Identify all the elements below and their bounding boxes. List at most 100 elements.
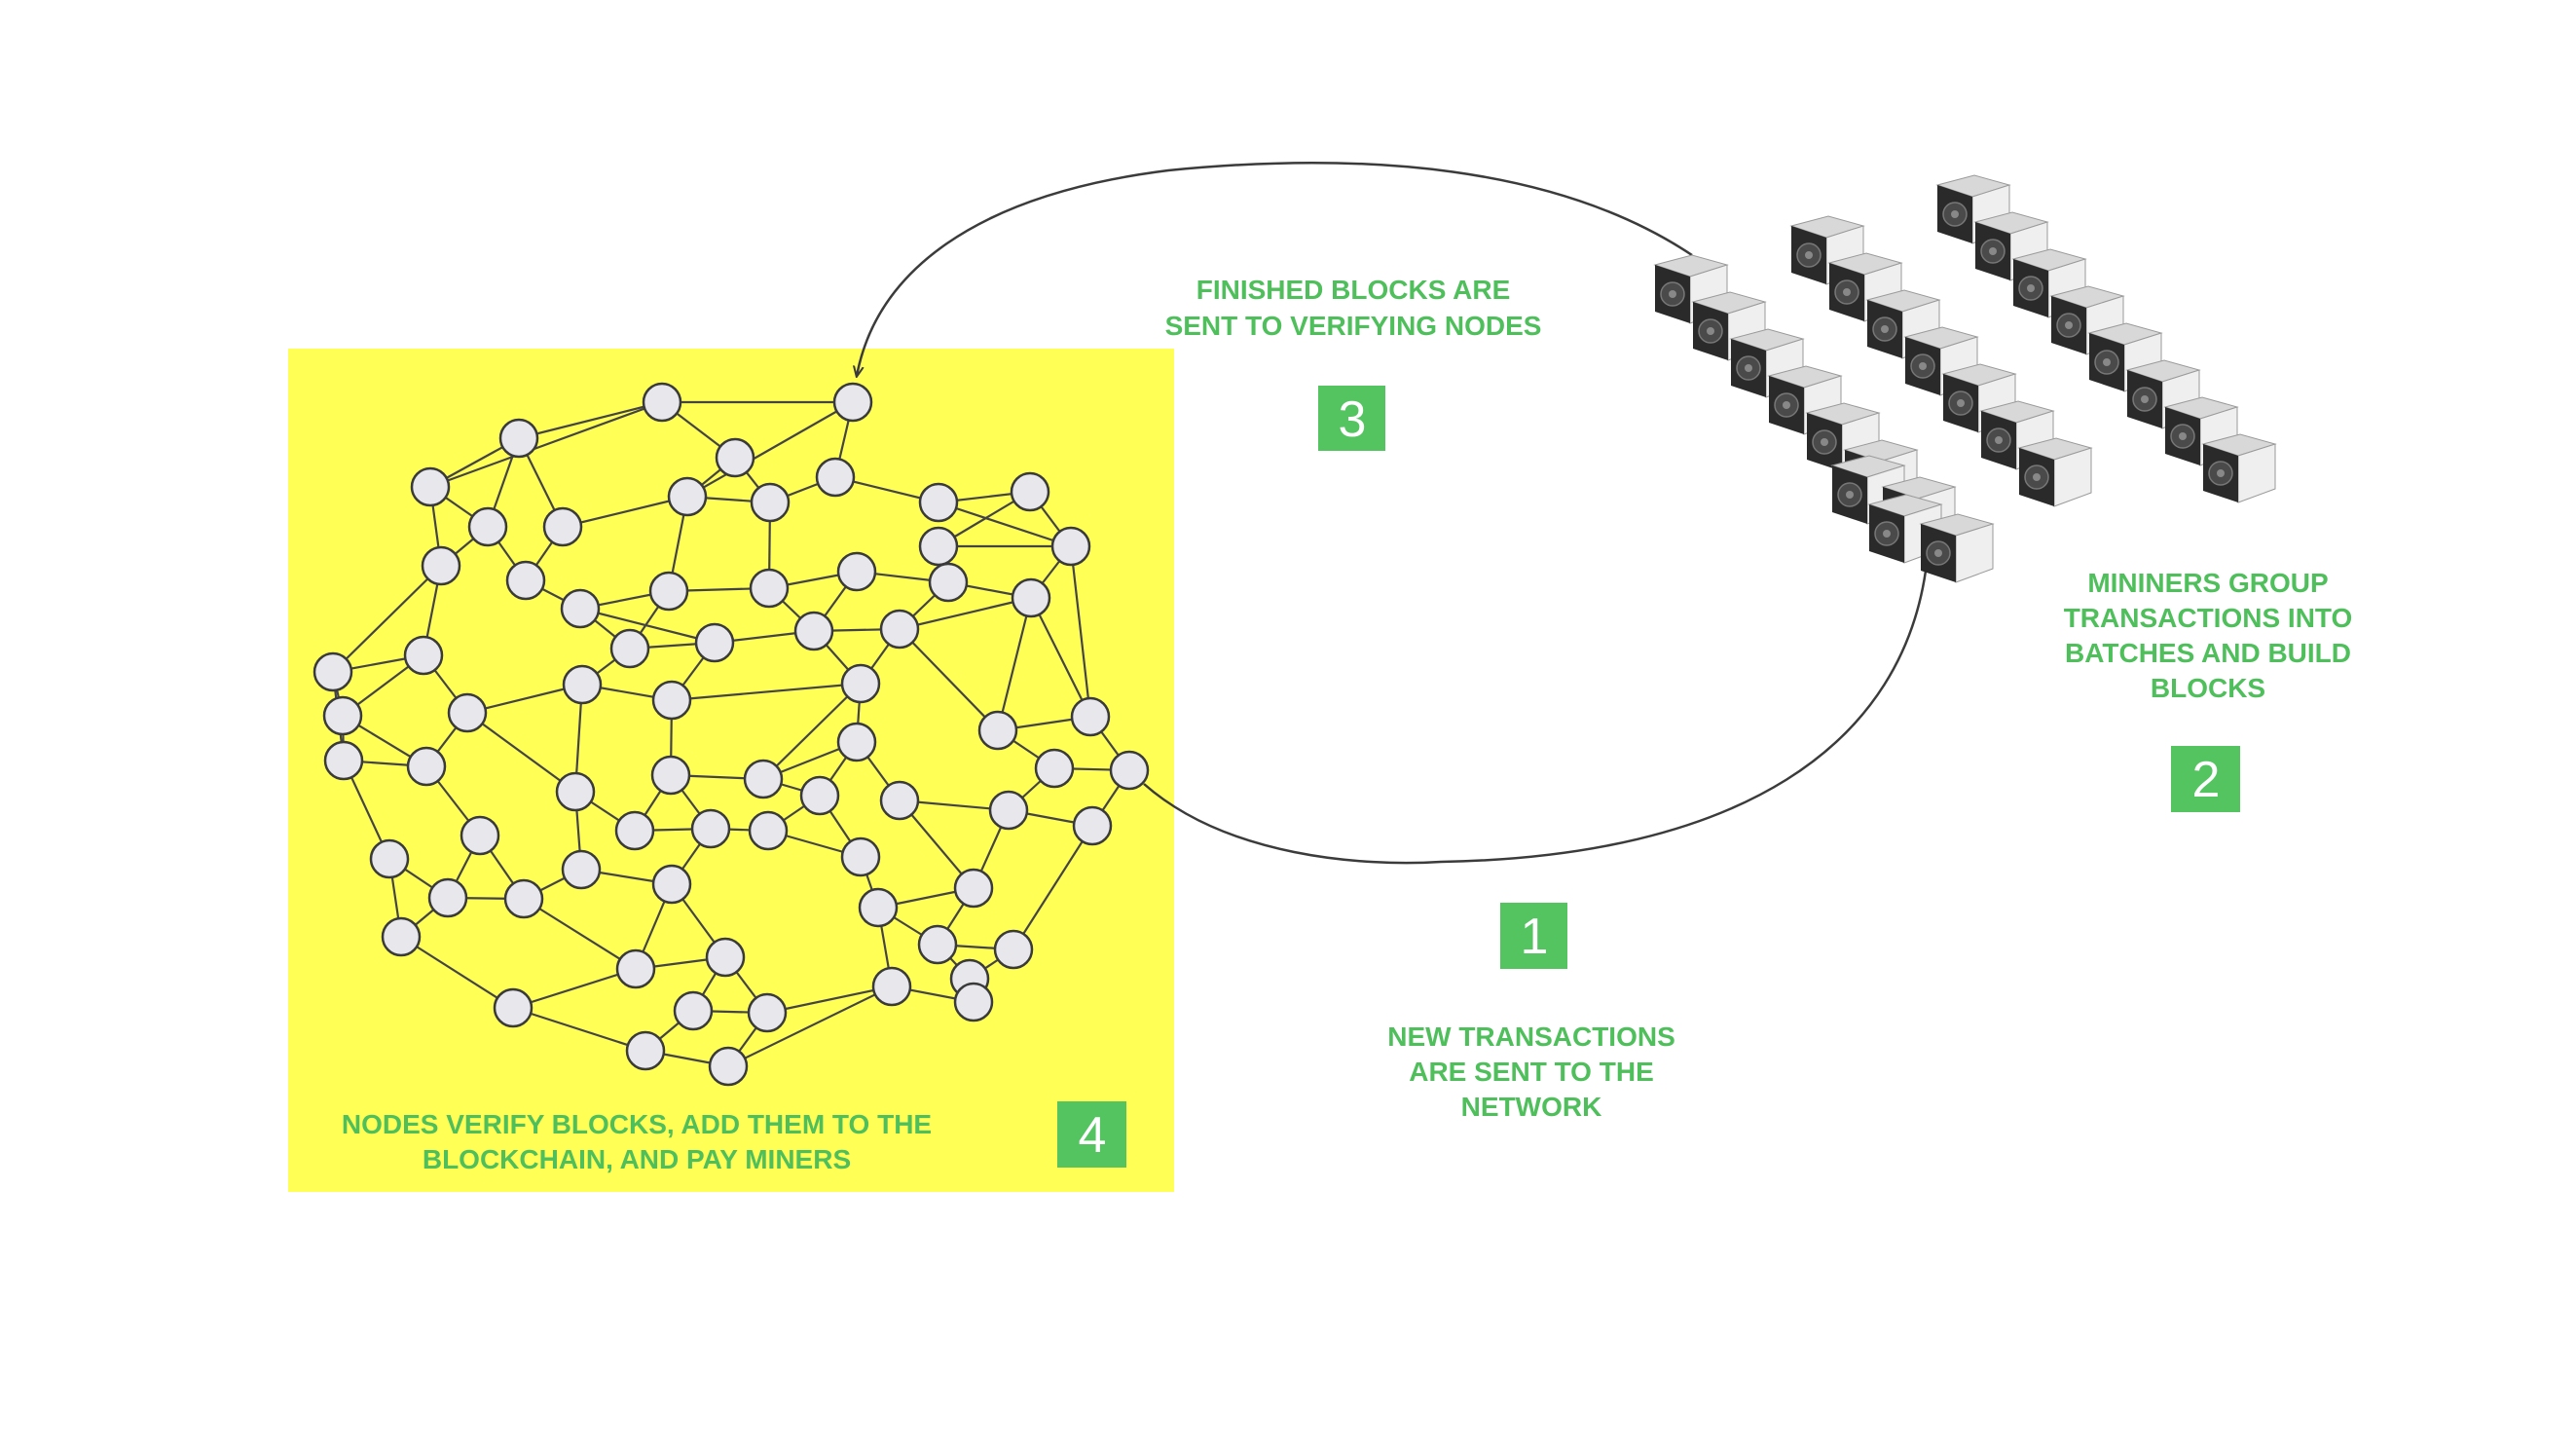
network-edge: [579, 607, 716, 645]
network-edge: [938, 501, 1072, 548]
network-edge: [429, 400, 663, 489]
step-1-number: 1: [1521, 909, 1549, 965]
network-node-icon: [1072, 805, 1113, 846]
network-node-icon: [505, 560, 546, 601]
network-node-icon: [323, 740, 364, 781]
network-node-icon: [749, 568, 790, 609]
network-node-icon: [988, 790, 1029, 831]
step-1: 1 NEW TRANSACTIONS ARE SENT TO THE NETWO…: [1387, 903, 1675, 1122]
network-edge: [466, 712, 576, 793]
network-edge: [996, 597, 1033, 731]
network-node-icon: [715, 437, 755, 478]
network-node-icon: [993, 929, 1034, 970]
network-node-icon: [467, 506, 508, 547]
network-node-icon: [918, 482, 959, 523]
network-node-icon: [917, 924, 958, 965]
network-node-icon: [879, 609, 920, 650]
step-3-number: 3: [1339, 391, 1367, 448]
network-edge: [400, 936, 514, 1009]
network-node-icon: [690, 808, 731, 849]
network-node-icon: [747, 992, 788, 1033]
network-node-icon: [421, 545, 461, 586]
step-2: MININERS GROUP TRANSACTIONS INTO BATCHES…: [2064, 568, 2353, 812]
network-node-icon: [1011, 577, 1051, 618]
step-2-line-3: BATCHES AND BUILD: [2065, 638, 2351, 668]
step-3-line-1: FINISHED BLOCKS ARE: [1196, 275, 1511, 305]
step-2-number: 2: [2192, 752, 2221, 808]
network-edge: [512, 1006, 646, 1053]
network-nodes: [313, 382, 1150, 1087]
network-node-icon: [840, 663, 881, 704]
network-edge: [686, 401, 854, 498]
network-node-icon: [648, 571, 689, 612]
network-node-icon: [625, 1030, 666, 1071]
step-2-line-1: MININERS GROUP: [2087, 568, 2328, 598]
network-node-icon: [642, 382, 682, 423]
network-edge: [512, 967, 637, 1010]
network-node-icon: [609, 628, 650, 669]
network-node-icon: [1070, 696, 1111, 737]
network-node-icon: [651, 680, 692, 721]
network-node-icon: [503, 878, 544, 919]
network-edge: [671, 682, 862, 702]
network-edge: [899, 596, 1032, 631]
step-4-badge: [1057, 1101, 1126, 1168]
network-node-icon: [560, 588, 601, 629]
network-node-icon: [879, 780, 920, 821]
network-node-icon: [406, 746, 447, 787]
network-node-icon: [427, 877, 468, 918]
network-node-icon: [748, 810, 789, 851]
network-node-icon: [836, 551, 877, 592]
asic-miner-icon: [1919, 513, 1995, 583]
network-node-icon: [708, 1046, 749, 1087]
network-node-icon: [667, 476, 708, 517]
step-4: NODES VERIFY BLOCKS, ADD THEM TO THE BLO…: [342, 1101, 1126, 1174]
network-node-icon: [953, 982, 994, 1022]
step-4-number: 4: [1079, 1107, 1107, 1164]
arrow-miners-to-nodes: [857, 161, 1693, 376]
miner-rack: [1653, 174, 2277, 583]
network-node-icon: [694, 622, 735, 663]
network-node-icon: [493, 987, 534, 1028]
step-3-line-2: SENT TO VERIFYING NODES: [1165, 311, 1542, 341]
network-edge: [332, 565, 442, 673]
step-2-line-4: BLOCKS: [2151, 673, 2265, 703]
network-edge: [518, 400, 663, 440]
network-node-icon: [1034, 748, 1075, 789]
network-node-icon: [871, 966, 912, 1007]
step-1-line-3: NETWORK: [1461, 1092, 1602, 1122]
network-node-icon: [650, 755, 691, 796]
step-1-badge: [1500, 903, 1567, 969]
network-node-icon: [313, 651, 353, 692]
step-2-line-2: TRANSACTIONS INTO: [2064, 603, 2353, 633]
network-node-icon: [555, 771, 596, 812]
network-edge: [466, 683, 583, 715]
step-1-line-1: NEW TRANSACTIONS: [1387, 1022, 1675, 1052]
arrow-network-to-miners: [1143, 555, 1928, 865]
network-node-icon: [498, 418, 539, 459]
network-node-icon: [447, 692, 488, 733]
network-edge: [766, 985, 893, 1015]
step-3-badge: [1318, 386, 1385, 451]
asic-miner-icon: [2201, 433, 2277, 503]
network-node-icon: [542, 506, 583, 547]
network-node-icon: [705, 937, 746, 978]
step-4-line-1: NODES VERIFY BLOCKS, ADD THEM TO THE: [342, 1109, 932, 1139]
network-node-icon: [1109, 750, 1150, 791]
network-node-icon: [750, 482, 791, 523]
network-node-icon: [403, 635, 444, 676]
network-node-icon: [460, 815, 500, 856]
network-node-icon: [977, 710, 1018, 751]
network-node-icon: [614, 810, 655, 851]
network-node-icon: [410, 466, 451, 507]
step-3: FINISHED BLOCKS ARE SENT TO VERIFYING NO…: [1165, 275, 1542, 451]
network-node-icon: [815, 457, 856, 498]
asic-miner-icon: [2087, 322, 2163, 392]
network-node-icon: [561, 849, 602, 890]
network-node-icon: [381, 916, 422, 957]
network-edge: [1012, 825, 1093, 950]
network-edge: [899, 628, 999, 731]
step-1-line-2: ARE SENT TO THE: [1409, 1057, 1654, 1087]
network-edge: [523, 898, 637, 970]
